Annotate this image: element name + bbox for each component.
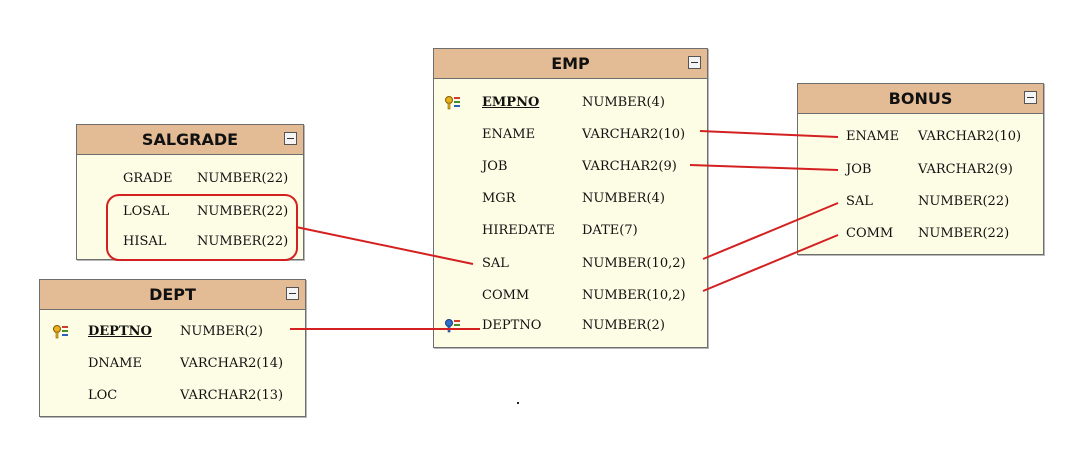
emp-row-mgr[interactable]: MGR NUMBER(4) — [434, 187, 707, 211]
emp-row-comm[interactable]: COMM NUMBER(10,2) — [434, 284, 707, 308]
emp-table-header[interactable]: EMP — [434, 49, 707, 79]
dept-row-loc[interactable]: LOC VARCHAR2(13) — [40, 384, 305, 408]
salgrade-col-name: HISAL — [123, 234, 167, 249]
dept-table-header[interactable]: DEPT — [40, 280, 305, 310]
salgrade-row-grade[interactable]: GRADE NUMBER(22) — [77, 167, 303, 191]
emp-col-name: DEPTNO — [482, 318, 542, 333]
relation-line-ename — [699, 130, 839, 138]
relation-line-job — [689, 164, 839, 171]
salgrade-range-highlight — [106, 194, 298, 261]
emp-col-name: HIREDATE — [482, 223, 556, 238]
bonus-collapse-icon[interactable] — [1024, 91, 1037, 104]
bonus-col-name: ENAME — [846, 129, 900, 144]
emp-col-name: EMPNO — [482, 95, 540, 110]
dept-deptno-key-icon — [53, 325, 68, 339]
emp-table-title: EMP — [551, 54, 590, 73]
dept-col-name: DEPTNO — [88, 324, 152, 339]
bonus-col-name: SAL — [846, 194, 873, 209]
emp-col-type: NUMBER(2) — [582, 318, 665, 333]
emp-col-type: DATE(7) — [582, 223, 638, 238]
salgrade-col-type: NUMBER(22) — [197, 204, 289, 219]
emp-col-type: VARCHAR2(9) — [582, 159, 677, 174]
emp-row-empno[interactable]: EMPNO NUMBER(4) — [434, 91, 707, 115]
emp-col-type: NUMBER(10,2) — [582, 256, 686, 271]
bonus-col-type: VARCHAR2(10) — [918, 129, 1022, 144]
dept-col-name: LOC — [88, 388, 118, 403]
dept-collapse-icon[interactable] — [286, 287, 299, 300]
emp-empno-key-icon — [445, 96, 460, 110]
dept-table[interactable]: DEPT DEPTNO NUMBER(2) DNAME VARCHAR2(14)… — [39, 279, 306, 417]
dept-col-name: DNAME — [88, 356, 142, 371]
emp-col-type: NUMBER(4) — [582, 95, 665, 110]
emp-table[interactable]: EMP EMPNO NUMBER(4) ENAME VARCHAR2(10) J… — [433, 48, 708, 348]
salgrade-col-type: NUMBER(22) — [197, 171, 289, 186]
salgrade-table-title: SALGRADE — [141, 130, 239, 149]
emp-row-hiredate[interactable]: HIREDATE DATE(7) — [434, 219, 707, 243]
salgrade-collapse-icon[interactable] — [284, 132, 297, 145]
bonus-col-name: JOB — [846, 162, 872, 177]
bonus-col-type: NUMBER(22) — [918, 226, 1010, 241]
emp-col-name: JOB — [482, 159, 508, 174]
bonus-table-title: BONUS — [888, 89, 953, 108]
salgrade-col-name: GRADE — [123, 171, 173, 186]
dept-col-type: VARCHAR2(14) — [180, 356, 284, 371]
salgrade-row-losal[interactable]: LOSAL NUMBER(22) — [77, 200, 303, 224]
bonus-row-sal[interactable]: SAL NUMBER(22) — [798, 190, 1043, 214]
relation-line-salgrade — [295, 226, 474, 265]
emp-col-type: NUMBER(10,2) — [582, 288, 686, 303]
bonus-table[interactable]: BONUS ENAME VARCHAR2(10) JOB VARCHAR2(9)… — [797, 83, 1044, 255]
dept-row-dname[interactable]: DNAME VARCHAR2(14) — [40, 352, 305, 376]
emp-col-name: MGR — [482, 191, 516, 206]
stray-dot — [517, 402, 519, 404]
emp-col-name: SAL — [482, 256, 509, 271]
salgrade-table-header[interactable]: SALGRADE — [77, 125, 303, 155]
dept-col-type: VARCHAR2(13) — [180, 388, 284, 403]
dept-table-title: DEPT — [149, 285, 196, 304]
emp-col-type: VARCHAR2(10) — [582, 127, 686, 142]
bonus-row-comm[interactable]: COMM NUMBER(22) — [798, 222, 1043, 246]
emp-col-name: COMM — [482, 288, 530, 303]
dept-col-type: NUMBER(2) — [180, 324, 263, 339]
bonus-col-type: VARCHAR2(9) — [918, 162, 1013, 177]
bonus-col-type: NUMBER(22) — [918, 194, 1010, 209]
relation-line-comm — [702, 234, 839, 292]
bonus-col-name: COMM — [846, 226, 894, 241]
salgrade-col-name: LOSAL — [123, 204, 170, 219]
emp-row-job[interactable]: JOB VARCHAR2(9) — [434, 155, 707, 179]
emp-row-sal[interactable]: SAL NUMBER(10,2) — [434, 252, 707, 276]
salgrade-table[interactable]: SALGRADE GRADE NUMBER(22) LOSAL NUMBER(2… — [76, 124, 304, 260]
salgrade-row-hisal[interactable]: HISAL NUMBER(22) — [77, 230, 303, 254]
bonus-row-ename[interactable]: ENAME VARCHAR2(10) — [798, 125, 1043, 149]
emp-collapse-icon[interactable] — [688, 56, 701, 69]
salgrade-col-type: NUMBER(22) — [197, 234, 289, 249]
emp-col-type: NUMBER(4) — [582, 191, 665, 206]
dept-row-deptno[interactable]: DEPTNO NUMBER(2) — [40, 320, 305, 344]
emp-col-name: ENAME — [482, 127, 536, 142]
relation-line-sal-bonus — [702, 202, 839, 260]
bonus-row-job[interactable]: JOB VARCHAR2(9) — [798, 158, 1043, 182]
emp-row-ename[interactable]: ENAME VARCHAR2(10) — [434, 123, 707, 147]
bonus-table-header[interactable]: BONUS — [798, 84, 1043, 114]
